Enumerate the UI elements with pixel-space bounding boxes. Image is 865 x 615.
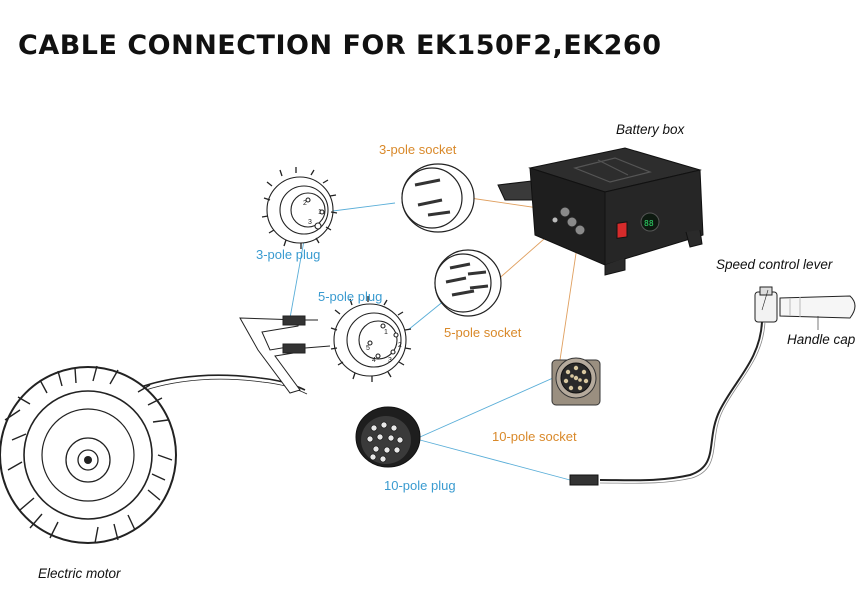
label-3-pole-plug: 3-pole plug xyxy=(256,247,321,262)
ten-pole-socket-image xyxy=(551,357,601,406)
three-pole-pin-2: 2 xyxy=(303,200,307,207)
three-pole-pin-3: 3 xyxy=(308,219,312,226)
label-10-pole-plug: 10-pole plug xyxy=(384,478,456,493)
five-pole-pin-3: 3 xyxy=(388,357,392,364)
battery-display: 88 xyxy=(644,219,654,228)
three-pole-plug-image: 2 1 3 xyxy=(261,167,338,249)
battery-box-image: 88 xyxy=(497,147,704,276)
ten-pole-plug-image xyxy=(355,406,421,468)
line-5pole-plug-to-socket xyxy=(407,299,446,331)
speed-control-lever-image xyxy=(569,286,856,486)
electric-motor-image xyxy=(0,365,177,544)
label-electric-motor: Electric motor xyxy=(38,566,121,581)
label-5-pole-plug: 5-pole plug xyxy=(318,289,383,304)
line-3pole-plug-to-cable xyxy=(289,234,306,319)
five-pole-pin-5: 5 xyxy=(366,345,370,352)
label-speed-control-lever: Speed control lever xyxy=(716,257,833,272)
label-10-pole-socket: 10-pole socket xyxy=(492,429,577,444)
label-3-pole-socket: 3-pole socket xyxy=(379,142,457,157)
five-pole-pin-4: 4 xyxy=(372,357,376,364)
label-5-pole-socket: 5-pole socket xyxy=(444,325,522,340)
label-battery-box: Battery box xyxy=(616,122,685,137)
label-handle-cap: Handle cap xyxy=(787,332,856,347)
line-10pole-plug-to-socket xyxy=(419,377,554,438)
three-pole-socket-image xyxy=(401,163,475,233)
diagram-title: CABLE CONNECTION FOR EK150F2,EK260 xyxy=(18,30,662,61)
line-10pole-socket-to-battery xyxy=(559,239,579,361)
line-10pole-plug-to-lever-plug xyxy=(419,439,571,481)
five-pole-socket-image xyxy=(434,249,502,317)
motor-cable-splitter xyxy=(239,315,331,394)
five-pole-plug-image: 1 2 3 4 5 xyxy=(330,296,412,382)
line-3pole-plug-to-socket xyxy=(324,202,396,213)
connection-lines xyxy=(289,197,579,481)
five-pole-pin-2: 2 xyxy=(398,342,402,349)
five-pole-pin-1: 1 xyxy=(384,329,388,336)
